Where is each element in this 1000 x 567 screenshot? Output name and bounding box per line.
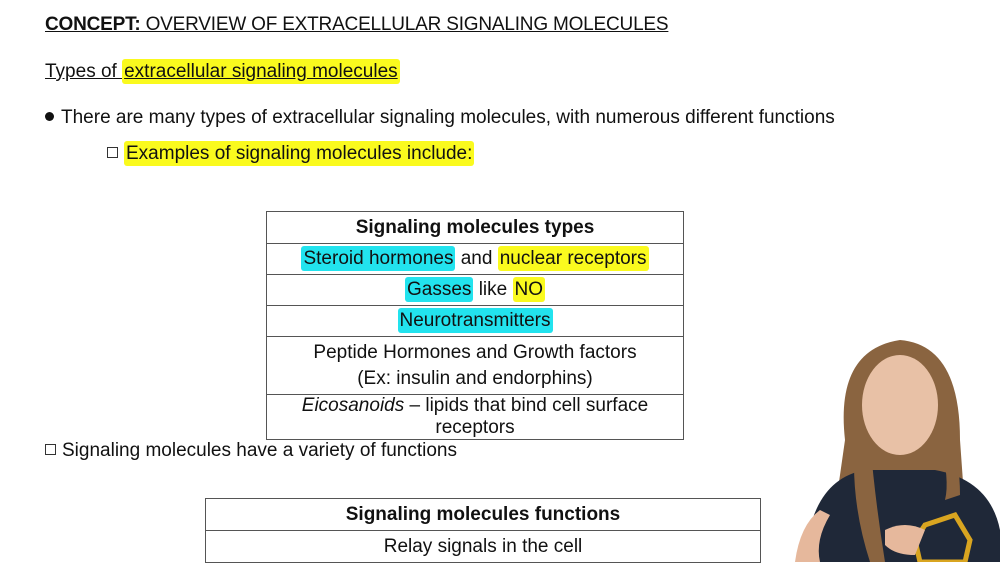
bullet-dot-icon [45,112,54,121]
bullet-main-text: There are many types of extracellular si… [61,107,835,128]
presenter-icon [795,340,1000,565]
title-text: OVERVIEW OF EXTRACELLULAR SIGNALING MOLE… [140,14,669,35]
title-concept-label: CONCEPT: [45,14,141,35]
row2-gasses: Gasses [405,277,474,302]
table-row: Peptide Hormones and Growth factors (Ex: … [266,336,684,395]
bullet-functions-text: Signaling molecules have a variety of fu… [62,440,458,461]
bullet-main: There are many types of extracellular si… [45,107,835,129]
presenter-video-overlay [775,330,1000,565]
square-bullet-icon [45,444,56,455]
table-row: Eicosanoids – lipids that bind cell surf… [266,394,684,440]
table-row: Steroid hormones and nuclear receptors [266,243,684,275]
types-table-header: Signaling molecules types [266,211,684,244]
subtitle-highlight: extracellular signaling molecules [122,59,400,84]
bullet-examples: Examples of signaling molecules include: [107,141,475,166]
row2-no: NO [512,277,545,302]
bullet-examples-text: Examples of signaling molecules include: [124,141,475,166]
types-table: Signaling molecules types Steroid hormon… [266,211,684,440]
row1-steroid: Steroid hormones [301,246,456,271]
functions-table: Signaling molecules functions Relay sign… [205,498,761,563]
row5-eicosanoids: Eicosanoids [301,395,405,416]
subtitle-plain: Types of [45,61,123,82]
page-title: CONCEPT: OVERVIEW OF EXTRACELLULAR SIGNA… [45,14,669,36]
table-row: Gasses like NO [266,274,684,306]
row1-nuclear: nuclear receptors [497,246,649,271]
bullet-functions: Signaling molecules have a variety of fu… [45,440,457,462]
row2-like: like [473,279,513,300]
row3-neurotransmitters: Neurotransmitters [397,308,553,333]
functions-table-header: Signaling molecules functions [205,498,761,531]
table-row: Neurotransmitters [266,305,684,337]
row4-line1: Peptide Hormones and Growth factors [313,341,637,363]
square-bullet-icon [107,147,118,158]
row1-and: and [455,248,498,269]
table-row: Relay signals in the cell [205,530,761,563]
row4-line2: (Ex: insulin and endorphins) [357,367,593,389]
row5-rest: – lipids that bind cell surface receptor… [404,395,649,438]
section-subtitle: Types of extracellular signaling molecul… [45,59,400,84]
